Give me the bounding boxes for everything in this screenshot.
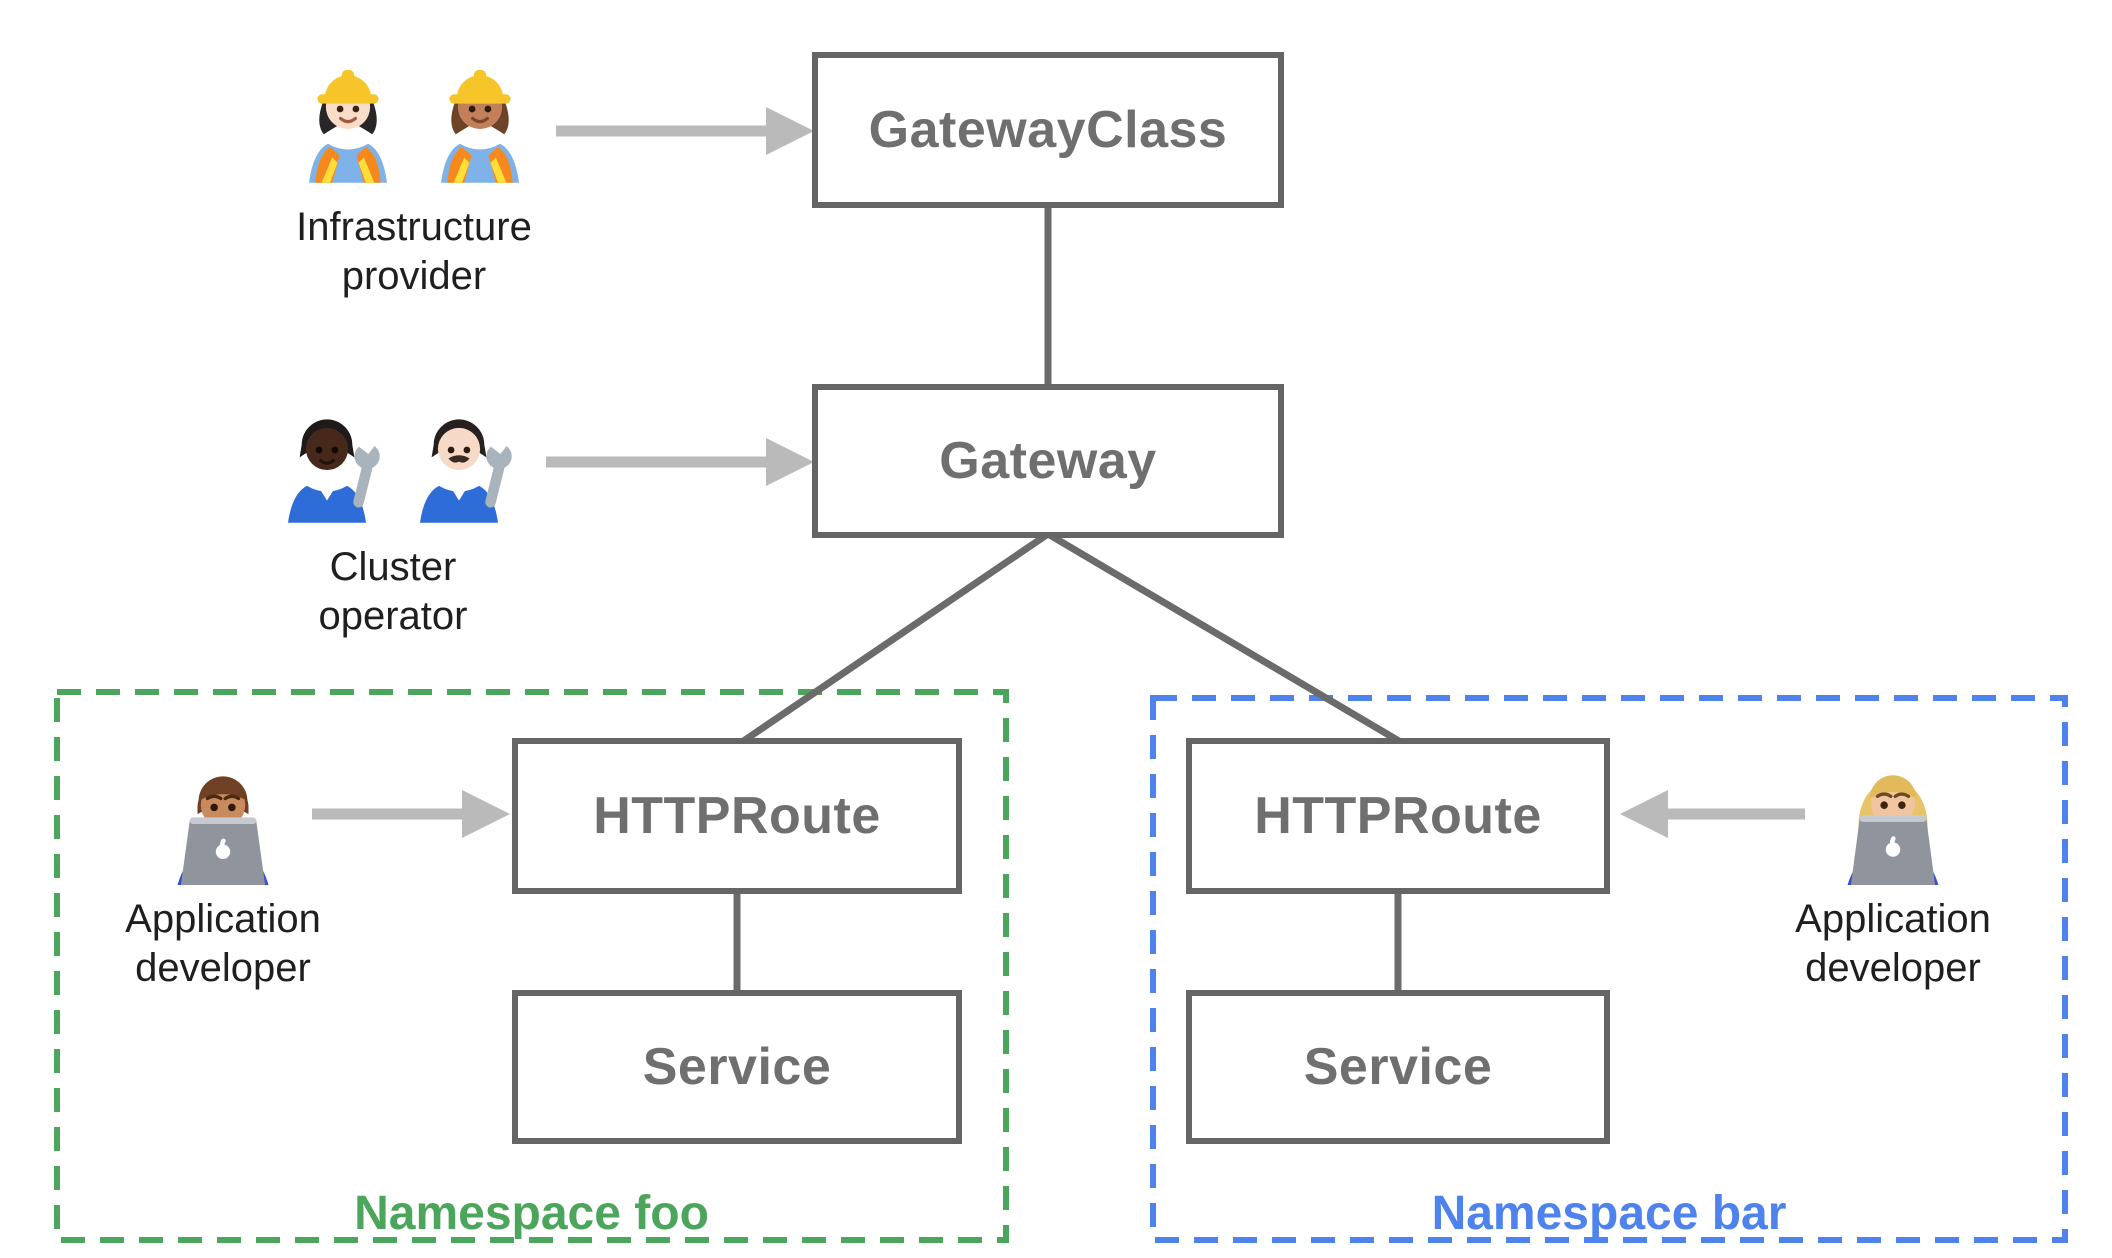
mechanic-dark-icon — [287, 419, 380, 523]
persona-cluster-operator: Cluster operator — [193, 396, 593, 641]
gatewayclass-box: GatewayClass — [812, 52, 1284, 208]
namespace-foo-label: Namespace foo — [354, 1187, 709, 1240]
namespace-bar-label: Namespace bar — [1431, 1187, 1787, 1240]
persona-infrastructure-provider: Infrastructure provider — [214, 56, 614, 301]
httproute-foo-box: HTTPRoute — [512, 738, 962, 894]
application-developer-foo-label: Application developer — [125, 895, 321, 993]
mechanic-light-icon — [419, 419, 512, 523]
arrow-cluster-operator-head — [766, 438, 814, 486]
application-developer-bar-icons — [1832, 752, 1954, 885]
httproute-bar-box: HTTPRoute — [1186, 738, 1610, 894]
service-foo-box: Service — [512, 990, 962, 1144]
infrastructure-provider-icons — [290, 56, 538, 183]
application-developer-foo-label-line1: Application — [125, 897, 321, 941]
application-developer-foo-label-line2: developer — [135, 945, 311, 990]
gateway-label: Gateway — [939, 432, 1157, 490]
cluster-operator-icons — [269, 396, 517, 523]
application-developer-bar-label: Application developer — [1795, 895, 1991, 993]
httproute-foo-label: HTTPRoute — [593, 787, 881, 845]
construction-worker-medium-icon — [440, 69, 520, 183]
cluster-operator-label-line2: operator — [318, 593, 468, 638]
gatewayclass-label: GatewayClass — [868, 101, 1228, 159]
application-developer-bar-label-line2: developer — [1805, 945, 1981, 990]
persona-application-developer-foo: Application developer — [23, 752, 423, 993]
service-foo-label: Service — [642, 1038, 832, 1096]
woman-technologist-icon — [1847, 775, 1939, 885]
edge-gateway-httproutes — [737, 529, 1406, 748]
infrastructure-provider-label-line2: provider — [341, 253, 487, 298]
man-technologist-icon — [177, 776, 269, 885]
infrastructure-provider-label-line1: Infrastructure — [296, 205, 532, 249]
arrow-infrastructure-provider-head — [766, 107, 814, 155]
cluster-operator-label: Cluster operator — [319, 543, 468, 641]
construction-worker-light-icon — [308, 69, 388, 183]
persona-application-developer-bar: Application developer — [1693, 752, 2093, 993]
gateway-box: Gateway — [812, 384, 1284, 538]
service-bar-label: Service — [1303, 1038, 1493, 1096]
infrastructure-provider-label: Infrastructure provider — [296, 203, 532, 301]
cluster-operator-label-line1: Cluster — [329, 545, 457, 589]
application-developer-bar-label-line1: Application — [1795, 897, 1991, 941]
arrow-app-developer-foo-head — [462, 790, 510, 838]
application-developer-foo-icons — [162, 752, 284, 885]
httproute-bar-label: HTTPRoute — [1254, 787, 1542, 845]
service-bar-box: Service — [1186, 990, 1610, 1144]
arrow-app-developer-bar-head — [1620, 790, 1668, 838]
